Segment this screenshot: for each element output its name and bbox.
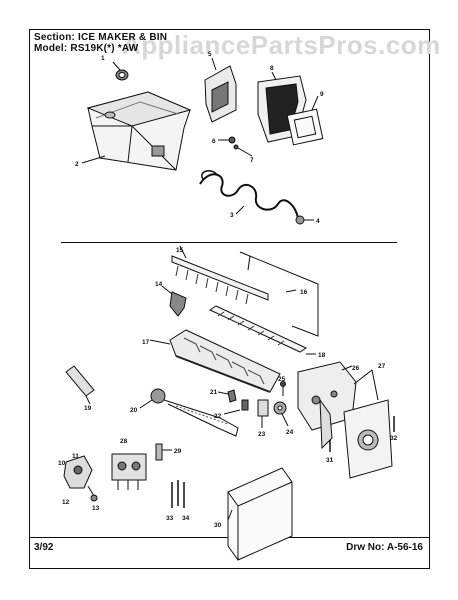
part-label: 3 [230,212,234,219]
part-14-shutoff-arm [161,285,187,317]
part-33-34-screws [171,480,185,508]
part-label: 14 [155,281,163,288]
part-label: 1 [101,55,105,62]
part-label: 31 [326,457,334,464]
part-label: 8 [270,65,274,72]
section-divider [61,242,397,243]
part-29-plug [155,443,172,461]
part-6-screw [218,136,236,144]
part-label: 12 [62,499,70,506]
part-label: 17 [142,339,150,346]
part-2-ice-bin [81,91,192,171]
part-label: 25 [278,376,286,383]
part-label: 28 [120,438,128,445]
part-label: 18 [318,352,326,359]
part-27-control-assembly [319,369,393,479]
model-title: Model: RS19K(*) *AW [34,43,139,54]
part-15-ejector-blade [171,245,269,305]
part-label: 9 [320,91,324,98]
part-label: 34 [182,515,190,522]
part-label: 13 [92,505,100,512]
part-18-stripper [208,305,316,355]
part-label: 11 [72,453,79,460]
part-label: 22 [214,413,222,420]
footer-date: 3/92 [34,542,54,553]
part-label: 6 [212,138,216,145]
part-5-bracket [204,57,237,123]
part-label: 4 [316,218,320,225]
part-16-cover [239,251,319,337]
part-label: 15 [176,247,184,254]
part-20-heater [139,388,239,437]
part-24-gear [273,401,289,427]
part-label: 29 [174,448,182,455]
watermark: AppliancePartsPros.com [122,30,441,60]
part-10-11-valve [63,455,95,497]
part-label: 24 [286,429,294,436]
part-label: 33 [166,515,174,522]
part-1-fitting [112,61,129,81]
part-21-clip [217,389,237,403]
part-13-fitting [90,494,98,502]
part-number-labels: 1 2 3 4 5 6 7 8 9 10 11 12 13 14 15 16 1… [58,51,398,529]
part-23-bearing [257,399,269,428]
drawing-number: Drw No: A-56-16 [346,542,423,553]
part-label: 19 [84,405,92,412]
part-label: 30 [214,522,222,529]
part-22-insulation [223,399,249,415]
part-label: 16 [300,289,308,296]
part-label: 5 [208,51,212,58]
part-label: 27 [378,363,386,370]
part-label: 7 [250,157,254,164]
part-label: 2 [75,161,79,168]
part-label: 26 [352,365,360,372]
part-4-connector [295,215,314,225]
part-label: 32 [390,435,398,442]
part-label: 23 [258,431,266,438]
part-17-mold [149,329,281,393]
part-7-screw [233,144,253,157]
part-30-cover-box [227,467,293,561]
part-25-screw [280,381,286,396]
part-label: 20 [130,407,138,414]
section-title: Section: ICE MAKER & BIN [34,32,168,43]
part-28-water-valve [111,453,147,490]
part-label: 10 [58,460,66,467]
part-3-wire-harness [199,170,299,219]
part-19-fill-tube [65,365,95,405]
part-label: 21 [210,389,218,396]
part-9-gasket [286,95,324,146]
